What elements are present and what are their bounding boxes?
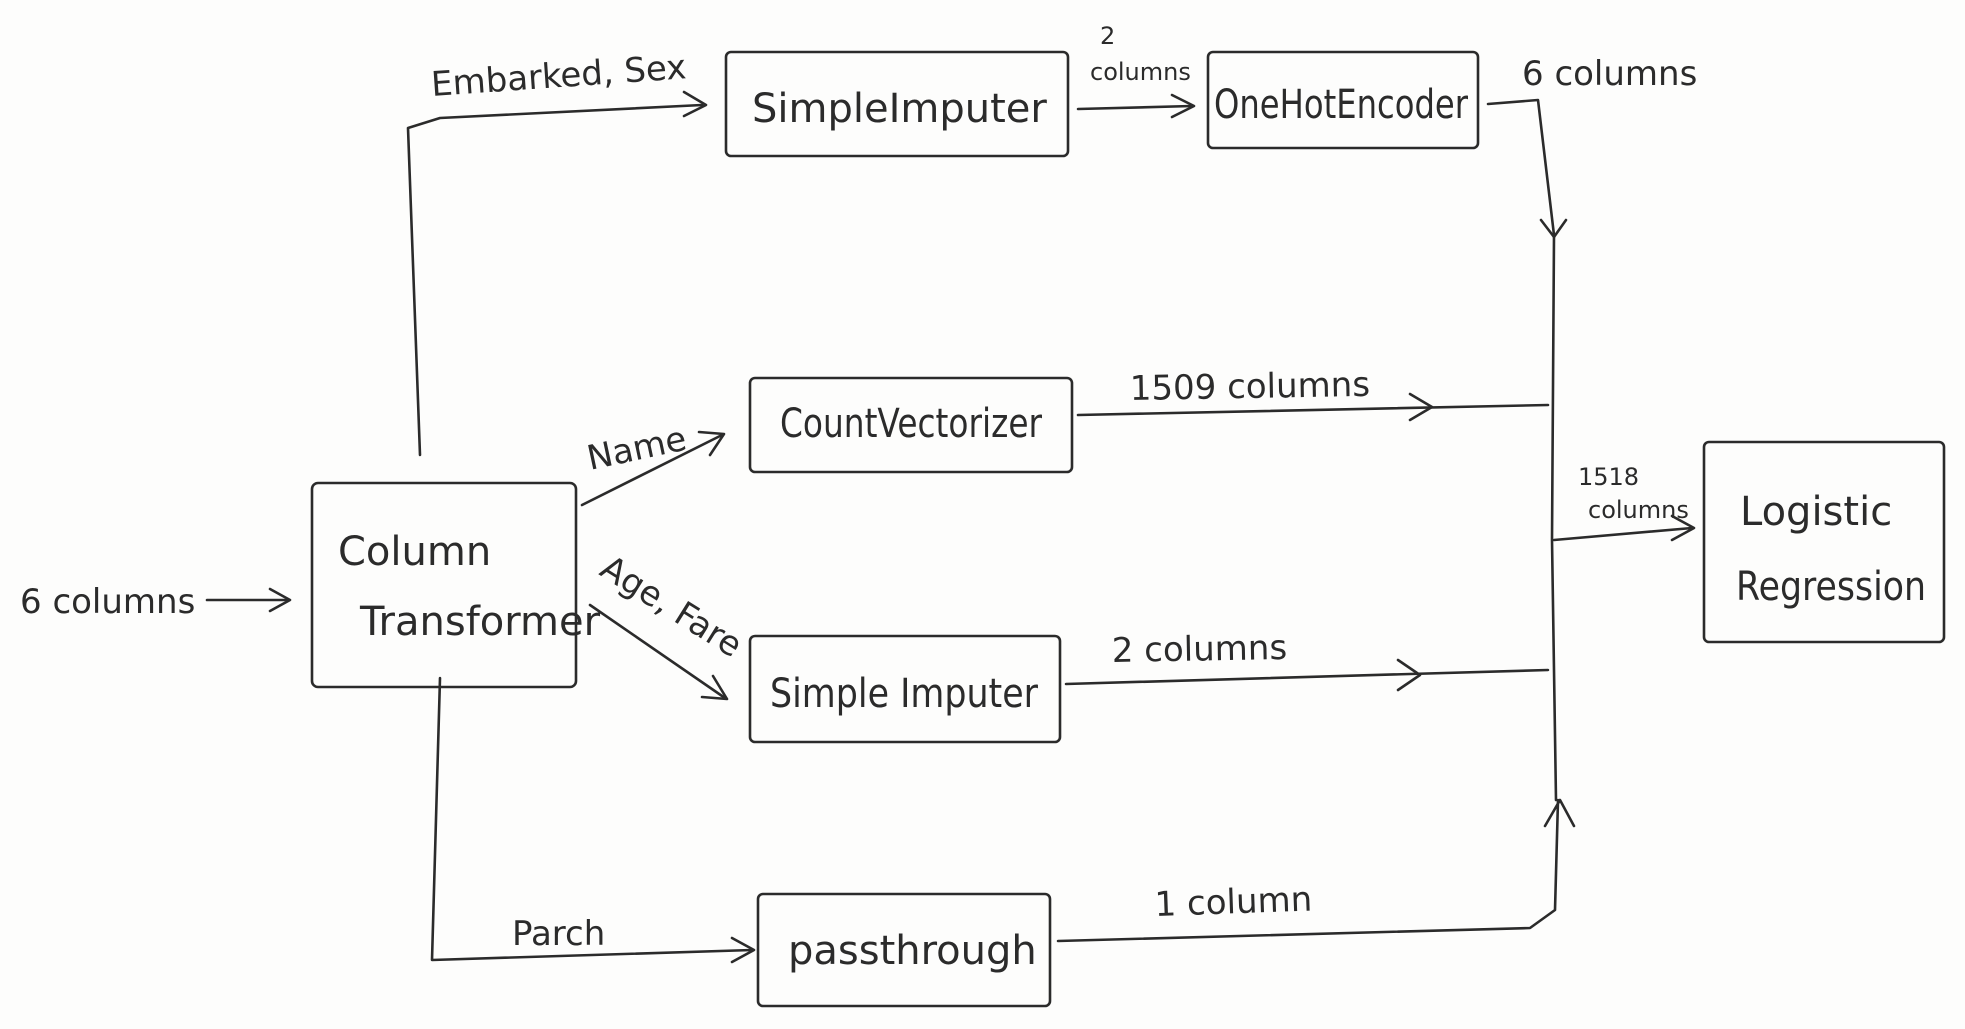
passthrough-label: passthrough bbox=[788, 928, 1037, 974]
edge-simple-imputer-mid-out-head bbox=[1396, 658, 1422, 692]
edge-ct-to-passthrough-head bbox=[730, 936, 756, 964]
edge-onehot-to-merge bbox=[1486, 98, 1556, 237]
one-hot-encoder-label: OneHotEncoder bbox=[1214, 82, 1468, 128]
simple-imputer-mid-label: Simple Imputer bbox=[770, 671, 1038, 717]
edge-ct-to-simple-imputer-mid bbox=[588, 603, 727, 700]
edge-label-parch: Parch bbox=[512, 914, 605, 954]
edge-imputer-to-onehot-head bbox=[1170, 93, 1196, 119]
edge-label-six-columns-out: 6 columns bbox=[1522, 54, 1697, 94]
edge-ct-to-simple-imputer-top-head bbox=[682, 90, 708, 118]
edge-merge-to-logistic-regression bbox=[1552, 526, 1694, 542]
edge-ct-to-passthrough bbox=[430, 676, 754, 962]
simple-imputer-top-node: SimpleImputer bbox=[724, 50, 1070, 158]
edge-merge-to-logistic-regression-head bbox=[1670, 514, 1696, 542]
edge-label-two-columns-mid: 2 columns bbox=[1111, 628, 1287, 671]
edge-label-age-fare: Age, Fare bbox=[593, 548, 749, 666]
column-transformer-node: Column Transformer bbox=[310, 481, 601, 689]
edge-simple-imputer-mid-out bbox=[1064, 668, 1550, 686]
logistic-regression-label-line2: Regression bbox=[1736, 564, 1926, 610]
column-transformer-label-line1: Column bbox=[338, 529, 491, 575]
passthrough-node: passthrough bbox=[756, 892, 1052, 1008]
input-label: 6 columns bbox=[20, 582, 195, 622]
edge-ct-to-simple-imputer-top bbox=[406, 103, 704, 457]
edge-label-total-line2: columns bbox=[1588, 496, 1689, 524]
edge-passthrough-out-head bbox=[1543, 798, 1576, 828]
column-transformer-label-line2: Transformer bbox=[359, 599, 601, 645]
edge-imputer-to-onehot bbox=[1076, 104, 1194, 111]
logistic-regression-node: Logistic Regression bbox=[1702, 440, 1946, 644]
simple-imputer-mid-node: Simple Imputer bbox=[748, 634, 1062, 744]
simple-imputer-top-label: SimpleImputer bbox=[752, 86, 1047, 132]
input-arrow-head bbox=[268, 587, 292, 613]
edge-label-two-columns-top-line1: 2 bbox=[1100, 22, 1115, 50]
edge-count-vectorizer-out-head bbox=[1408, 392, 1434, 422]
one-hot-encoder-node: OneHotEncoder bbox=[1206, 50, 1480, 150]
merge-line bbox=[1550, 233, 1558, 802]
logistic-regression-label-line1: Logistic bbox=[1740, 489, 1892, 535]
edge-count-vectorizer-out bbox=[1076, 403, 1550, 417]
count-vectorizer-label: CountVectorizer bbox=[780, 401, 1042, 447]
count-vectorizer-node: CountVectorizer bbox=[748, 376, 1074, 474]
edge-ct-to-count-vectorizer bbox=[580, 433, 724, 507]
edge-label-one-column: 1 column bbox=[1154, 880, 1313, 925]
edge-label-embarked-sex: Embarked, Sex bbox=[430, 47, 688, 105]
edge-label-name: Name bbox=[584, 419, 690, 479]
edge-label-total-line1: 1518 bbox=[1578, 463, 1639, 491]
edge-ct-to-count-vectorizer-head bbox=[697, 430, 726, 457]
edge-label-two-columns-top-line2: columns bbox=[1090, 58, 1191, 86]
edge-passthrough-out bbox=[1056, 798, 1560, 943]
edge-ct-to-simple-imputer-mid-head bbox=[700, 674, 729, 701]
edge-label-count-out: 1509 columns bbox=[1129, 365, 1370, 409]
